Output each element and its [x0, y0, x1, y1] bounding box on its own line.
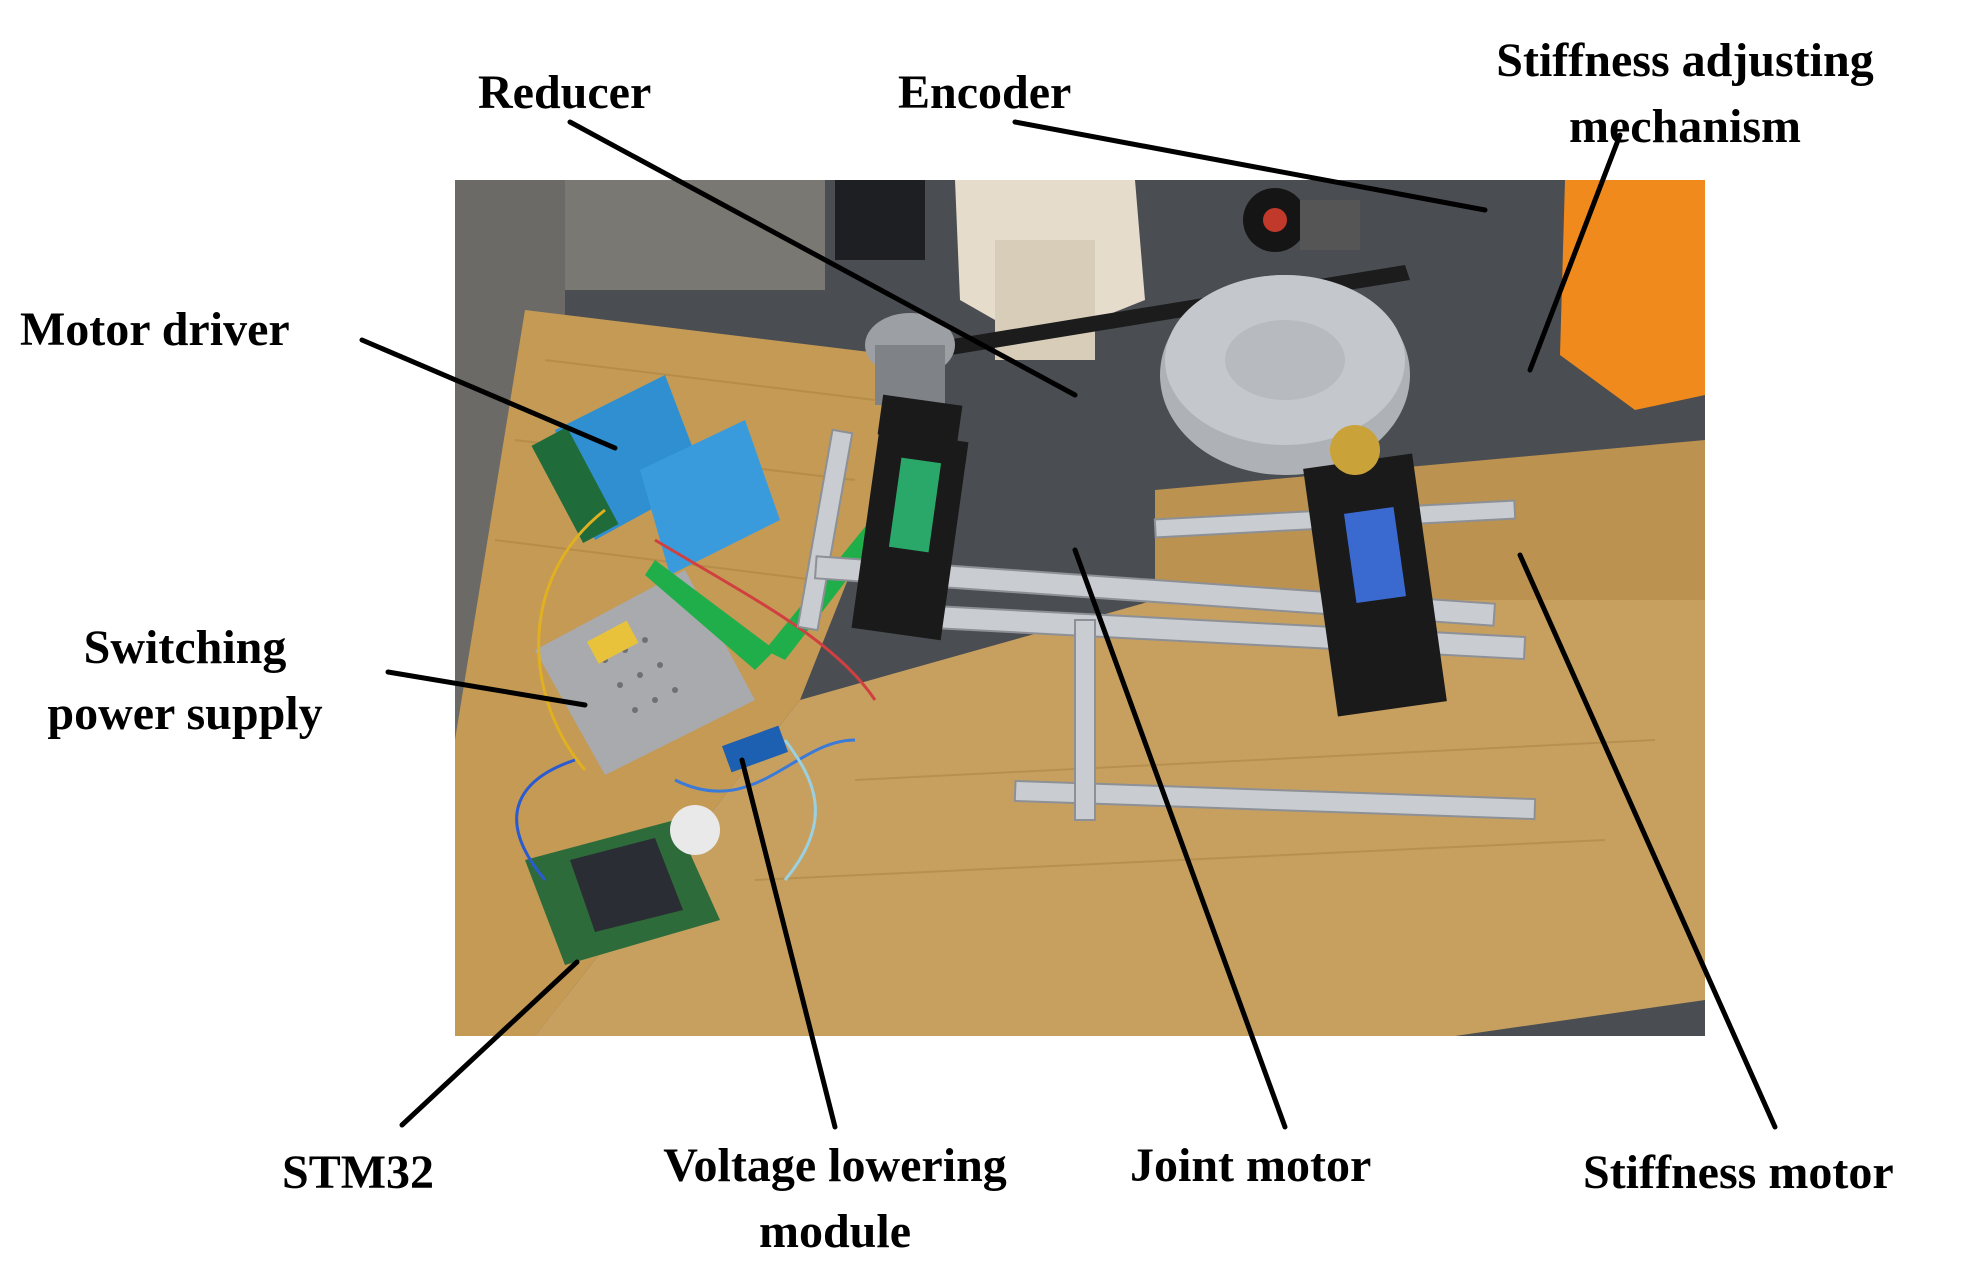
voltage-lowering-module-label-line-1: Voltage lowering: [663, 1139, 1007, 1192]
voltage-module-board: [722, 725, 788, 773]
reducer-label: Reducer: [478, 66, 652, 119]
stm32-leader-line: [399, 959, 580, 1128]
stiffness-mechanism-disc: [1160, 275, 1410, 475]
stiffness-mechanism-label-line-1: Stiffness adjusting: [1496, 34, 1874, 87]
reducer-leader-line: [567, 119, 1078, 398]
cables: [515, 508, 877, 881]
encoder-label: Encoder: [898, 66, 1072, 119]
voltage-lowering-module-label-line-2: module: [758, 1205, 911, 1258]
stm32-label: STM32: [282, 1146, 435, 1199]
stiffness-motor-label: Stiffness motor: [1583, 1146, 1894, 1199]
encoder-unit: [1243, 188, 1360, 252]
stiffness-motor-leader-line: [1517, 552, 1778, 1130]
power-supply-leader-line: [385, 669, 588, 708]
black-box: [835, 180, 925, 260]
stiffness-mechanism-label: Stiffness adjusting mechanism: [1465, 28, 1905, 160]
motor-driver-boards: [531, 375, 780, 575]
stiffness-mechanism-leader-line: [1527, 132, 1623, 373]
stiffness-mechanism-label-line-2: mechanism: [1569, 100, 1801, 153]
motor-driver-label: Motor driver: [20, 303, 290, 356]
joint-motor-unit: [851, 313, 969, 641]
orange-box: [1560, 180, 1705, 410]
switching-power-supply-label-line-2: power supply: [47, 687, 323, 740]
motor-driver-leader-line: [359, 337, 618, 451]
encoder-leader-line: [1012, 119, 1488, 213]
table-right: [535, 600, 1705, 1036]
stiffness-motor-unit: [1303, 425, 1447, 717]
experimental-platform-photo: [455, 180, 1705, 1036]
switching-power-supply-label-line-1: Switching: [83, 621, 287, 674]
voltage-module-leader-line: [739, 757, 838, 1130]
voltage-lowering-module-label: Voltage lowering module: [625, 1133, 1045, 1265]
joint-motor-label: Joint motor: [1130, 1139, 1372, 1192]
joint-motor-leader-line: [1072, 547, 1288, 1130]
switching-power-supply-label: Switching power supply: [20, 615, 350, 747]
stm32-board-unit: [525, 805, 720, 965]
